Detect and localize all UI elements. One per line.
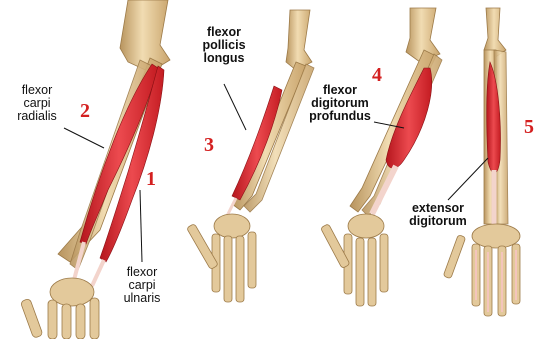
hand-4 <box>320 214 388 306</box>
label-flexor-carpi-radialis: flexor carpi radialis <box>8 84 66 123</box>
leader-ed <box>448 158 488 200</box>
label-flexor-pollicis-longus: flexor pollicis longus <box>188 26 260 65</box>
hand-1 <box>20 278 99 339</box>
extensor-tendons <box>476 250 516 312</box>
hand-5 <box>443 224 520 316</box>
label-extensor-digitorum: extensor digitorum <box>402 202 474 228</box>
arm-5-extensor-digitorum <box>443 8 520 316</box>
number-5: 5 <box>524 116 534 139</box>
humerus-1 <box>120 0 170 72</box>
leader-fcu <box>140 190 142 262</box>
number-1: 1 <box>146 168 156 191</box>
leader-fpl <box>224 84 246 130</box>
leader-fcr <box>64 128 104 148</box>
arm-4-flexor-digitorum-profundus <box>320 8 442 306</box>
label-flexor-carpi-ulnaris: flexor carpi ulnaris <box>116 266 168 305</box>
number-2: 2 <box>80 100 90 123</box>
hand-3 <box>187 214 256 302</box>
number-3: 3 <box>204 134 214 157</box>
label-flexor-digitorum-profundus: flexor digitorum profundus <box>298 84 382 123</box>
number-4: 4 <box>372 64 382 87</box>
humerus-3 <box>286 10 312 70</box>
